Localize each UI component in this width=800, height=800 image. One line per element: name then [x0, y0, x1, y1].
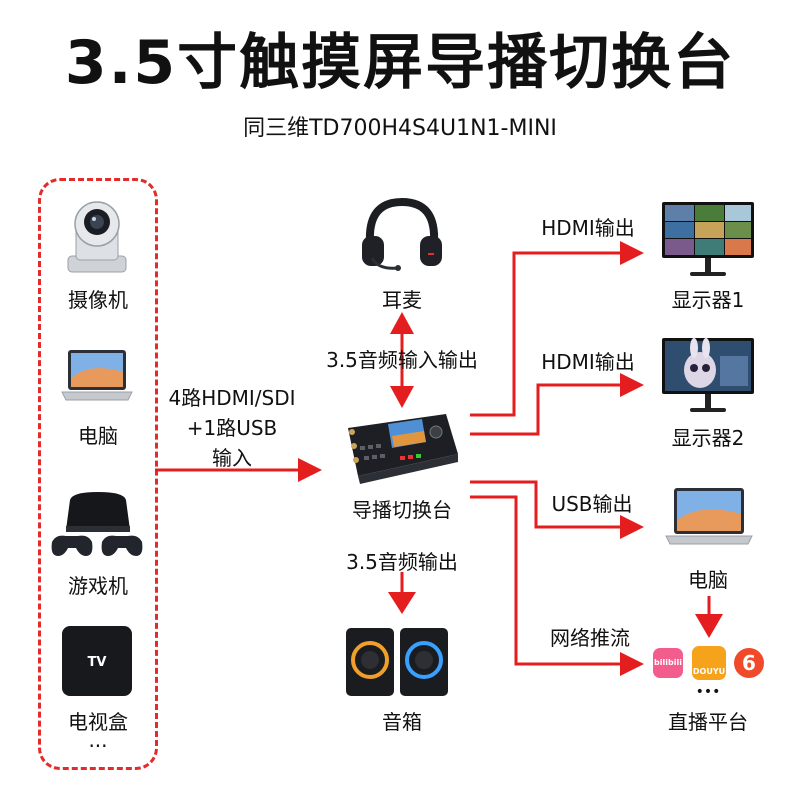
hdmi1-line	[470, 251, 628, 417]
tv-box-text: TV	[87, 655, 107, 670]
input-tv-box-label: 电视盒	[68, 710, 128, 734]
douyu-icon: DOUYU	[692, 646, 726, 680]
stream-line	[470, 495, 628, 666]
speaker-icon	[346, 628, 448, 696]
input-arrowhead	[298, 458, 322, 482]
platform-label: 直播平台	[668, 710, 748, 734]
input-camera-label: 摄像机	[68, 288, 128, 312]
input-more-ellipsis: ...	[88, 728, 108, 752]
laptop-icon	[61, 350, 133, 401]
input-game-console-label: 游戏机	[68, 574, 128, 598]
audio-io-arrowhead-down	[390, 386, 414, 408]
pc-to-platform-arrowhead	[695, 614, 723, 638]
audio-out-arrowhead	[388, 592, 416, 614]
monitor-icon	[662, 338, 754, 412]
input-link-line1: 4路HDMI/SDI	[168, 386, 296, 410]
page-title: 3.5寸触摸屏导播切换台	[64, 28, 736, 98]
platform-more-ellipsis: •••	[695, 684, 721, 700]
hdmi2-output-label: HDMI输出	[541, 350, 635, 374]
switcher-label: 导播切换台	[352, 498, 452, 522]
monitor2-label: 显示器2	[671, 426, 745, 450]
headphone-label: 耳麦	[382, 288, 422, 312]
monitor-multiview-icon	[662, 202, 754, 276]
monitor1-label: 显示器1	[671, 288, 745, 312]
hdmi1-output-label: HDMI输出	[541, 216, 635, 240]
page-subtitle: 同三维TD700H4S4U1N1-MINI	[243, 116, 557, 141]
audio-out-label: 3.5音频输出	[346, 550, 458, 574]
hdmi2-line	[470, 383, 628, 436]
input-link-line2: +1路USB	[186, 416, 278, 440]
game-console-icon	[51, 492, 143, 556]
audio-io-arrowhead-up	[390, 312, 414, 334]
camera-icon	[67, 201, 127, 273]
input-link-line3: 输入	[212, 446, 252, 470]
stream-output-label: 网络推流	[550, 626, 630, 650]
bilibili-icon: bilibili	[653, 648, 683, 678]
video-switcher-icon	[348, 414, 458, 484]
usb-line	[470, 480, 628, 529]
usb-arrowhead	[620, 515, 644, 539]
stream-arrowhead	[620, 652, 644, 676]
output-pc-label: 电脑	[688, 568, 728, 592]
speaker-label: 音箱	[382, 710, 422, 734]
hdmi2-arrowhead	[620, 373, 644, 397]
headphone-icon	[362, 197, 442, 271]
input-devices-group	[38, 178, 158, 770]
audio-io-label: 3.5音频输入输出	[326, 348, 478, 372]
six-rooms-icon: 6	[734, 648, 764, 678]
tv-box-icon: TV	[62, 626, 132, 696]
hdmi1-arrowhead	[620, 241, 644, 265]
input-pc-label: 电脑	[78, 424, 118, 448]
usb-output-label: USB输出	[551, 492, 633, 516]
laptop-output-icon	[665, 488, 753, 545]
